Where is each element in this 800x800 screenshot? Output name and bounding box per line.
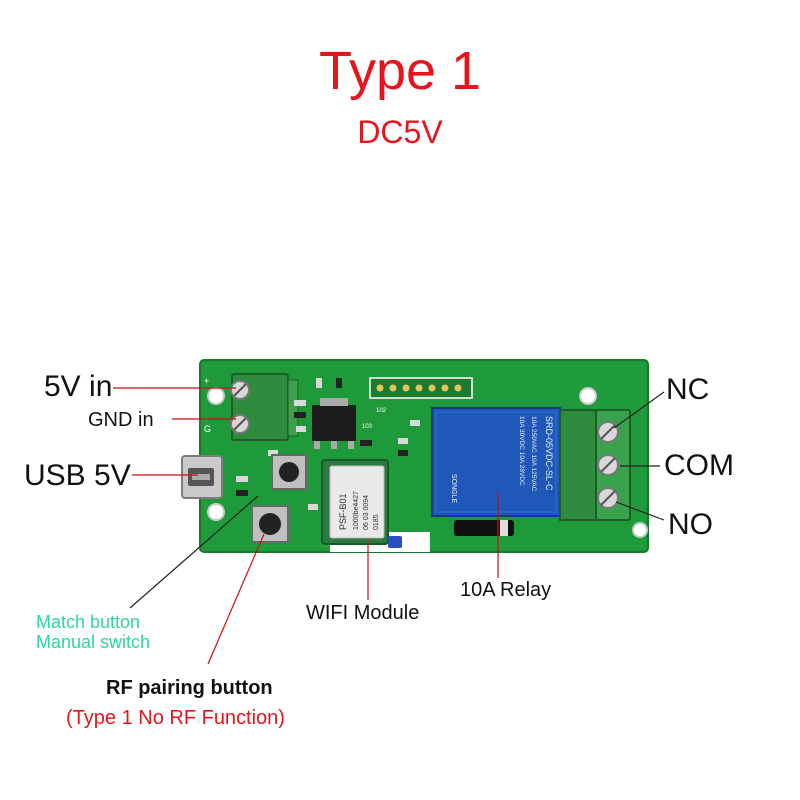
callout-line [613,391,665,429]
label-no: NO [668,508,713,541]
svg-text:102: 102 [376,408,387,414]
svg-text:1000be4427: 1000be4427 [353,491,360,530]
page-title: Type 1 [318,41,482,101]
silk-plus: + [204,376,209,386]
regulator [312,405,356,441]
svg-text:10A 250VAC 10A 125VAC: 10A 250VAC 10A 125VAC [530,416,537,492]
label-com: COM [664,449,734,482]
page-subtitle: DC5V [357,114,443,150]
label-manual-switch: Manual switch [36,632,151,652]
mount-hole [207,503,225,521]
svg-text:10A 30VDC 10A 28VDC: 10A 30VDC 10A 28VDC [518,416,525,486]
label-wifi-module: WIFI Module [306,602,420,624]
svg-text:103: 103 [362,424,373,430]
mount-hole [579,387,597,405]
label-relay: 10A Relay [460,579,552,601]
label-rf-note: (Type 1 No RF Function) [66,707,285,729]
mount-hole [207,387,225,405]
silk-g: G [204,424,211,434]
label-match-button: Match button [36,612,141,632]
label-rf-pairing-button: RF pairing button [106,677,273,699]
output-terminal [559,409,597,521]
label-usb-5v: USB 5V [24,459,131,492]
svg-text:SRD-05VDC-SL-C: SRD-05VDC-SL-C [544,416,554,491]
svg-text:PSF-B01: PSF-B01 [338,493,348,530]
callout-line [207,533,265,665]
callout-line [615,501,665,521]
label-gnd-in: GND in [88,409,154,431]
rf-button-part [251,505,289,543]
relay-diode [454,520,514,536]
svg-text:SONGLE: SONGLE [450,474,457,504]
relay-part [431,407,561,517]
label-5v-in: 5V in [44,370,113,403]
svg-text:06 03 0094: 06 03 0094 [363,495,370,530]
mount-hole [632,522,648,538]
label-nc: NC [666,373,710,406]
svg-text:0185: 0185 [373,514,380,530]
callout-line [129,495,259,609]
